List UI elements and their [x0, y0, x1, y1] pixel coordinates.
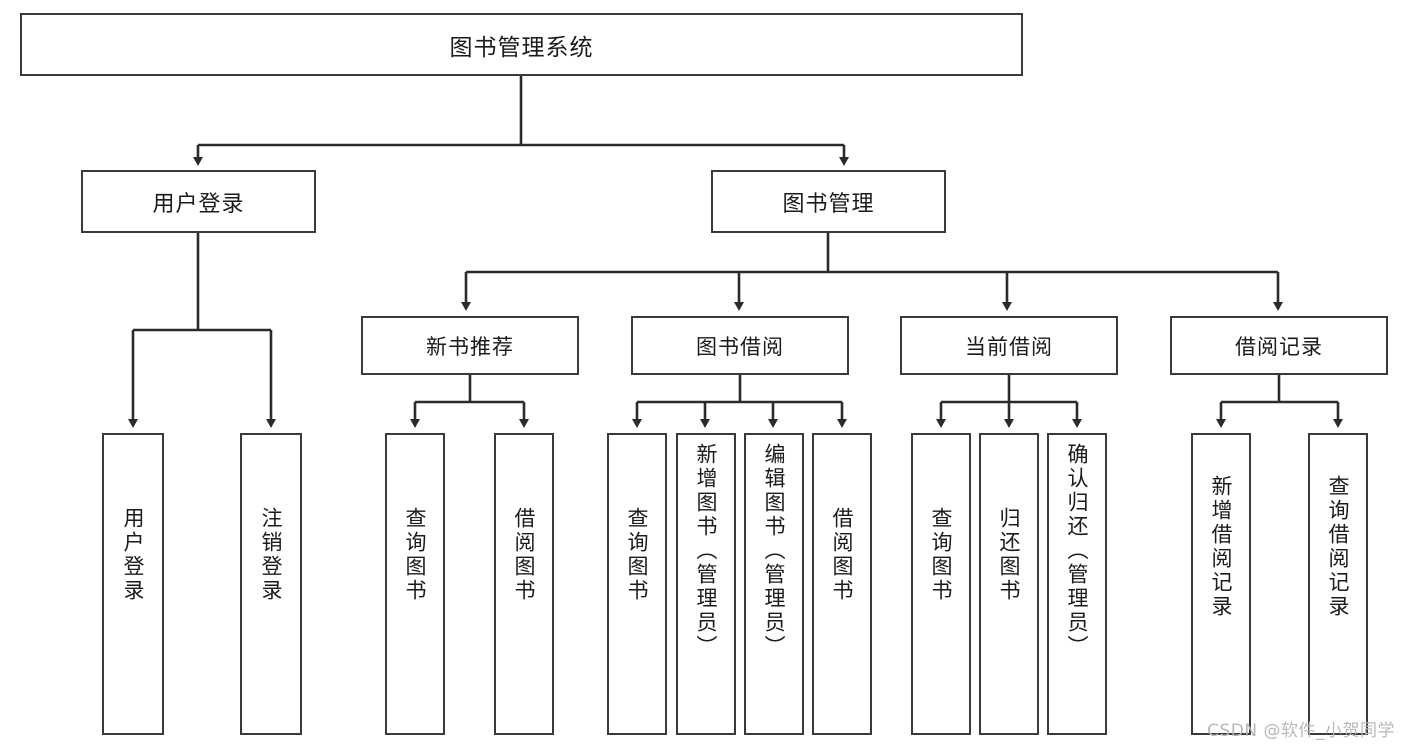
watermark: CSDN @软件_小贺同学	[1207, 721, 1395, 741]
leaf-add-record-label: 新增借阅记录	[1209, 475, 1234, 619]
leaf-return-book[interactable]: 归还图书	[979, 433, 1039, 735]
node-user-login-label: 用户登录	[152, 191, 245, 217]
leaf-query-book-3[interactable]: 查询图书	[911, 433, 971, 735]
leaf-user-logout-label: 注销登录	[259, 507, 284, 603]
leaf-query-record[interactable]: 查询借阅记录	[1308, 433, 1368, 735]
leaf-add-book-label: 新增图书（管理员）	[694, 443, 719, 659]
leaf-query-book-2[interactable]: 查询图书	[607, 433, 667, 735]
leaf-user-logout[interactable]: 注销登录	[240, 433, 302, 735]
node-user-login[interactable]: 用户登录	[81, 170, 316, 233]
leaf-edit-book[interactable]: 编辑图书（管理员）	[744, 433, 804, 735]
leaf-borrow-book-1[interactable]: 借阅图书	[494, 433, 554, 735]
node-book-borrow-label: 图书借阅	[696, 334, 784, 359]
leaf-borrow-book-2-label: 借阅图书	[830, 507, 855, 603]
leaf-query-book-1-label: 查询图书	[403, 507, 428, 603]
node-current-borrow[interactable]: 当前借阅	[900, 316, 1118, 375]
node-root-label: 图书管理系统	[449, 34, 594, 61]
node-borrow-record[interactable]: 借阅记录	[1170, 316, 1388, 375]
leaf-query-book-3-label: 查询图书	[929, 507, 954, 603]
node-new-book-recommend-label: 新书推荐	[426, 334, 514, 359]
leaf-borrow-book-1-label: 借阅图书	[512, 507, 537, 603]
leaf-query-record-label: 查询借阅记录	[1326, 475, 1351, 619]
leaf-query-book-2-label: 查询图书	[625, 507, 650, 603]
node-root[interactable]: 图书管理系统	[20, 13, 1023, 76]
leaf-add-book[interactable]: 新增图书（管理员）	[676, 433, 736, 735]
leaf-user-login-label: 用户登录	[121, 507, 146, 603]
leaf-borrow-book-2[interactable]: 借阅图书	[812, 433, 872, 735]
node-book-borrow[interactable]: 图书借阅	[631, 316, 849, 375]
node-book-manage[interactable]: 图书管理	[711, 170, 946, 233]
leaf-confirm-return-label: 确认归还（管理员）	[1065, 443, 1090, 659]
leaf-confirm-return[interactable]: 确认归还（管理员）	[1047, 433, 1107, 735]
leaf-user-login[interactable]: 用户登录	[102, 433, 164, 735]
node-book-manage-label: 图书管理	[782, 191, 875, 217]
node-borrow-record-label: 借阅记录	[1235, 334, 1323, 359]
leaf-return-book-label: 归还图书	[997, 507, 1022, 603]
leaf-query-book-1[interactable]: 查询图书	[385, 433, 445, 735]
node-new-book-recommend[interactable]: 新书推荐	[361, 316, 579, 375]
leaf-add-record[interactable]: 新增借阅记录	[1191, 433, 1251, 735]
leaf-edit-book-label: 编辑图书（管理员）	[762, 443, 787, 659]
node-current-borrow-label: 当前借阅	[965, 334, 1053, 359]
